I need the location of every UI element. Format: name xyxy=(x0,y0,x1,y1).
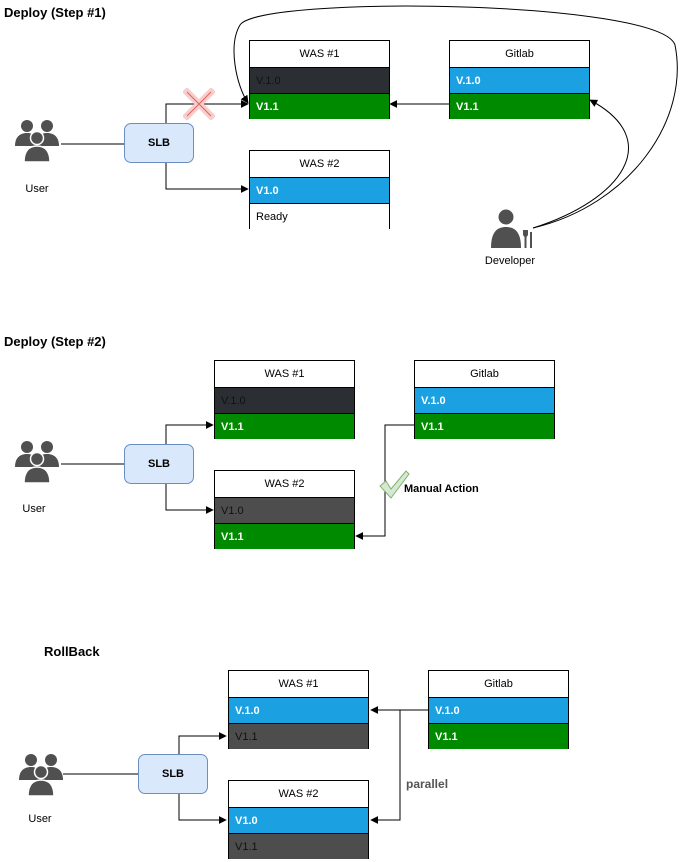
was2-version-restored: V1.0 xyxy=(229,807,368,833)
was1-version-new: V1.1 xyxy=(215,413,354,439)
was1-version-rolled-back: V1.1 xyxy=(229,723,368,749)
gitlab-box: Gitlab V.1.0 V1.1 xyxy=(449,40,590,119)
was1-title: WAS #1 xyxy=(229,671,368,697)
slb-node: SLB xyxy=(138,754,208,794)
was1-version-old: V.1.0 xyxy=(215,387,354,413)
was1-version-old: V.1.0 xyxy=(250,67,389,93)
was1-box: WAS #1 V.1.0 V1.1 xyxy=(214,360,355,439)
was1-title: WAS #1 xyxy=(215,361,354,387)
developer-icon xyxy=(491,209,532,248)
was1-box: WAS #1 V.1.0 V1.1 xyxy=(249,40,390,119)
was2-version: V1.0 xyxy=(250,177,389,203)
user-label: User xyxy=(22,503,46,515)
parallel-label: parallel xyxy=(406,777,449,791)
was1-title: WAS #1 xyxy=(250,41,389,67)
users-icon xyxy=(17,751,65,799)
gitlab-version-new: V1.1 xyxy=(429,723,568,749)
green-check-icon xyxy=(379,470,410,499)
gitlab-version-old: V.1.0 xyxy=(429,697,568,723)
gitlab-version-old: V.1.0 xyxy=(415,387,554,413)
gitlab-title: Gitlab xyxy=(450,41,589,67)
gitlab-title: Gitlab xyxy=(429,671,568,697)
was1-box: WAS #1 V.1.0 V1.1 xyxy=(228,670,369,749)
section-title-step2: Deploy (Step #2) xyxy=(4,334,106,349)
user-label: User xyxy=(25,183,49,195)
section-title-rollback: RollBack xyxy=(44,644,100,659)
was2-box: WAS #2 V1.0 V1.1 xyxy=(228,780,369,859)
was1-version-restored: V.1.0 xyxy=(229,697,368,723)
was2-version-rolled-back: V1.1 xyxy=(229,833,368,859)
was2-version-new: V1.1 xyxy=(215,523,354,549)
section-title-step1: Deploy (Step #1) xyxy=(4,5,106,20)
user-label: User xyxy=(28,813,52,825)
gitlab-version-old: V.1.0 xyxy=(450,67,589,93)
gitlab-title: Gitlab xyxy=(415,361,554,387)
gitlab-box: Gitlab V.1.0 V1.1 xyxy=(414,360,555,439)
was2-version-old: V1.0 xyxy=(215,497,354,523)
was2-title: WAS #2 xyxy=(250,151,389,177)
gitlab-version-new: V1.1 xyxy=(450,93,589,119)
was2-title: WAS #2 xyxy=(215,471,354,497)
was2-box: WAS #2 V1.0 Ready xyxy=(249,150,390,229)
manual-action-label: Manual Action xyxy=(404,483,479,495)
slb-node: SLB xyxy=(124,444,194,484)
slb-node: SLB xyxy=(124,123,194,163)
was2-box: WAS #2 V1.0 V1.1 xyxy=(214,470,355,549)
red-x-icon xyxy=(183,88,215,120)
was2-status: Ready xyxy=(250,203,389,229)
was2-title: WAS #2 xyxy=(229,781,368,807)
developer-label: Developer xyxy=(484,255,536,267)
gitlab-version-new: V1.1 xyxy=(415,413,554,439)
gitlab-box: Gitlab V.1.0 V1.1 xyxy=(428,670,569,749)
was1-version-new: V1.1 xyxy=(250,93,389,119)
